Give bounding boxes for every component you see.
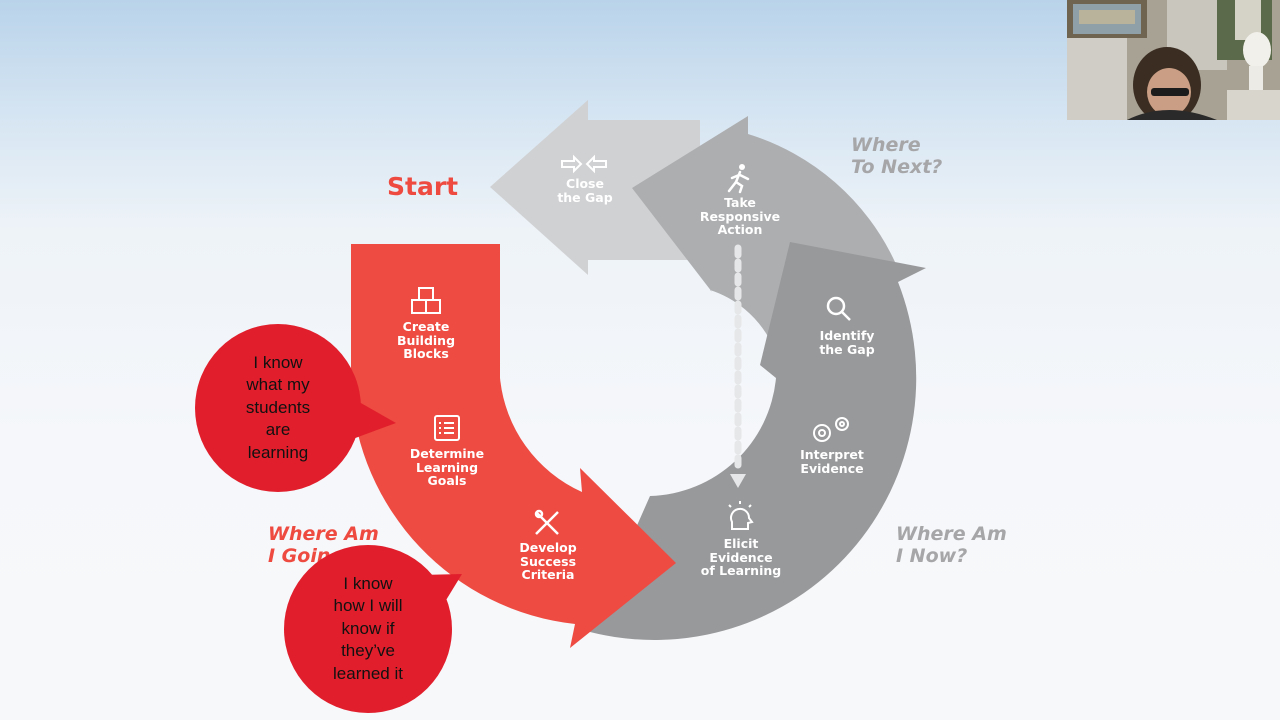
gears-icon <box>813 417 849 442</box>
step-take-responsive-action: Take Responsive Action <box>699 195 781 237</box>
step-elicit-evidence: Elicit Evidence of Learning <box>700 536 782 578</box>
start-label: Start <box>387 172 459 201</box>
speech-bubble-know-learned: I know how I will know if they’ve learne… <box>284 545 452 713</box>
presenter-video-icon <box>1067 0 1280 120</box>
step-create-building-blocks: Create Building Blocks <box>396 319 456 361</box>
step-develop-success-criteria: Develop Success Criteria <box>519 540 577 582</box>
arrow-start-red <box>351 244 676 648</box>
step-close-the-gap: Close the Gap <box>557 176 613 205</box>
dotted-connector-head <box>730 474 746 488</box>
head-idea-icon <box>728 501 754 530</box>
runner-icon <box>727 164 750 194</box>
blocks-icon <box>411 287 441 314</box>
question-where-am-i-now: Where Am I Now? <box>896 523 1007 567</box>
magnifier-icon <box>826 296 851 321</box>
tools-icon <box>534 509 559 535</box>
speech-bubble-know-learned-text: I know how I will know if they’ve learne… <box>333 573 403 683</box>
question-where-to-next: Where To Next? <box>851 134 943 178</box>
arrows-in-icon <box>561 154 607 174</box>
speech-bubble-learning-text: I know what my students are learning <box>245 352 311 462</box>
step-interpret-evidence: Interpret Evidence <box>800 447 864 476</box>
step-determine-learning-goals: Determine Learning Goals <box>409 446 485 488</box>
checklist-icon <box>434 415 460 441</box>
speech-bubble-learning: I know what my students are learning <box>195 324 361 492</box>
arrow-identify-interpret-elicit <box>590 242 926 640</box>
step-identify-the-gap: Identify the Gap <box>819 328 875 357</box>
presenter-webcam <box>1067 0 1280 120</box>
arrow-close-gap <box>490 100 700 275</box>
